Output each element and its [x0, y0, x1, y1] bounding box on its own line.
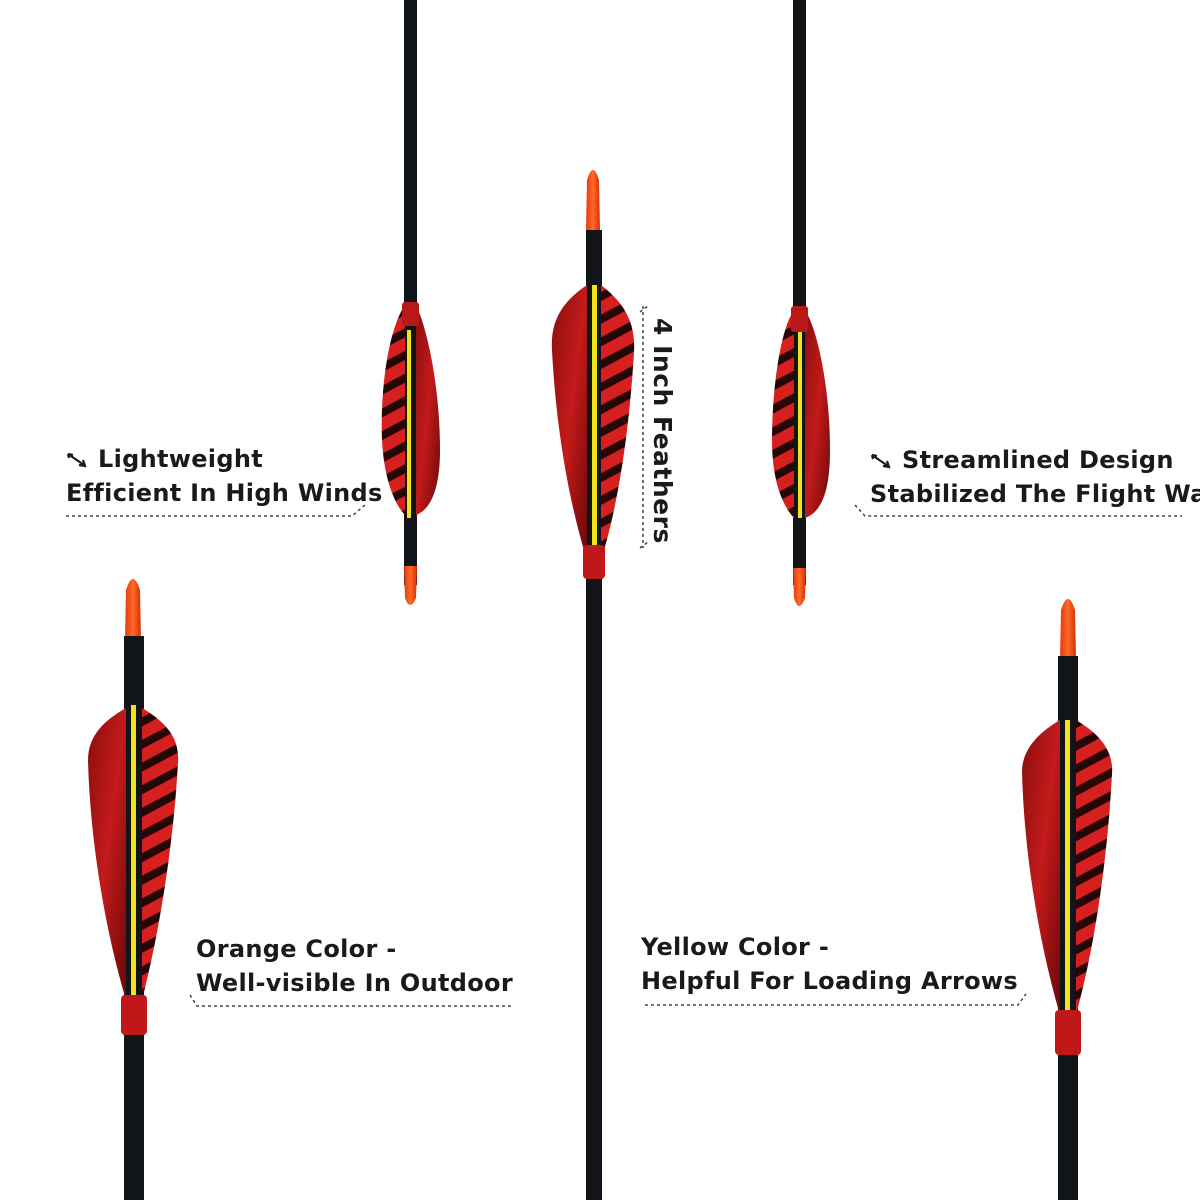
arrow-top-right: [772, 0, 830, 606]
wrap: [121, 995, 147, 1035]
nock: [404, 566, 417, 605]
wrap: [583, 545, 605, 579]
feather-length-label: 4 Inch Feathers: [648, 318, 677, 544]
wrap: [791, 306, 808, 332]
feather-right: [805, 310, 830, 518]
callout-title-row: Lightweight: [66, 442, 383, 476]
feather-right: [142, 708, 179, 1000]
arrow-icon: [870, 453, 891, 469]
yellow-stripe: [131, 705, 136, 995]
nock: [793, 568, 806, 606]
arrow-bottom-right: [1022, 599, 1113, 1200]
callout-title-row: Streamlined Design: [870, 443, 1200, 477]
callout-subtitle: Stabilized The Flight Way: [870, 480, 1200, 508]
feather-right: [416, 305, 440, 515]
wrap: [1055, 1010, 1081, 1055]
arrow-bottom-left: [88, 579, 179, 1200]
nock: [1060, 599, 1076, 660]
leader-feather-length: [639, 305, 649, 549]
callout-subtitle: Well-visible In Outdoor: [196, 969, 513, 997]
feather-left: [381, 305, 405, 515]
yellow-stripe: [1065, 720, 1070, 1012]
arrow-icon: [66, 452, 87, 468]
yellow-stripe: [592, 285, 597, 547]
nock: [125, 579, 141, 640]
leader-yellow: [645, 993, 1027, 1006]
feather-right: [601, 285, 635, 560]
yellow-stripe: [798, 332, 802, 518]
callout-title: Lightweight: [98, 445, 263, 473]
callout-title: Orange Color -: [196, 935, 397, 963]
callout-subtitle: Helpful For Loading Arrows: [641, 967, 1018, 995]
shaft: [586, 230, 602, 1200]
feather-left: [551, 285, 587, 560]
feather-left: [772, 310, 794, 518]
feather-right: [1076, 720, 1113, 1015]
shaft: [793, 0, 806, 585]
callout-subtitle: Efficient In High Winds: [66, 479, 383, 507]
wrap: [402, 302, 419, 326]
arrow-center: [551, 170, 635, 1200]
leader-streamlined: [854, 504, 1182, 517]
callout-leaders: [66, 305, 1182, 1007]
callout-title: Streamlined Design: [902, 446, 1174, 474]
nock: [586, 170, 600, 232]
feather-left: [88, 708, 126, 1000]
callout-orange: Orange Color - Well-visible In Outdoor: [196, 932, 513, 1000]
callout-lightweight: Lightweight Efficient In High Winds: [66, 442, 383, 510]
callout-yellow: Yellow Color - Helpful For Loading Arrow…: [641, 930, 1018, 998]
callout-streamlined: Streamlined Design Stabilized The Flight…: [870, 443, 1200, 511]
leader-orange: [189, 994, 512, 1007]
feather-left: [1022, 720, 1060, 1015]
callout-title: Yellow Color -: [641, 933, 830, 961]
arrow-top-left: [381, 0, 440, 605]
yellow-stripe: [407, 330, 411, 518]
